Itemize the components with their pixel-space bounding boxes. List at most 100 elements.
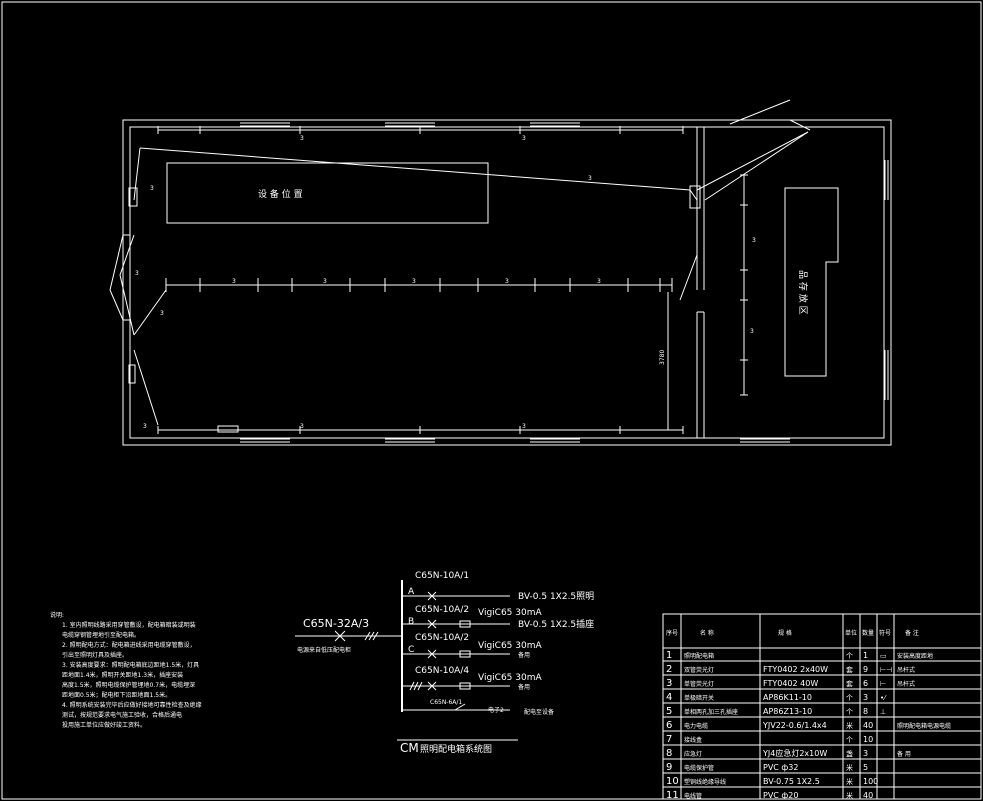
table-cell: 米 (846, 777, 853, 786)
table-cell: ⊥ (880, 708, 886, 716)
table-header: 数量 (862, 629, 874, 637)
wire-count-labels: 3 3 3 3 3 3 3 3 3 3 3 3 3 3 3 3 (135, 135, 756, 430)
table-cell: 套 (846, 679, 853, 688)
svg-text:3: 3 (150, 185, 154, 192)
svg-text:C65N-10A/4: C65N-10A/4 (415, 666, 469, 676)
note-line: 2. 照明配电方式：配电箱进线采用电缆穿管敷设， (62, 641, 196, 649)
switch-box (128, 364, 136, 384)
incoming-label: 电源来自低压配电柜 (297, 646, 351, 654)
table-cell: 安装高度距地 (897, 652, 933, 660)
table-cell: YJV22-0.6/1.4x4 (762, 721, 827, 730)
table-cell: 1 (863, 651, 868, 660)
table-cell: 米 (846, 763, 853, 772)
table-cell: 米 (846, 721, 853, 730)
svg-text:3: 3 (588, 175, 592, 182)
svg-text:A: A (408, 587, 415, 597)
equipment-table: 序号 名 称 规 格 单位 数量 符号 备 注 (662, 613, 982, 800)
system-diagram: C65N-32A/3 电源来自低压配电柜 C65N-10A/1 A BV-0.5… (295, 571, 594, 755)
table-cell: 11 (666, 790, 679, 801)
table-cell: PVC ф32 (763, 763, 798, 772)
svg-text:3: 3 (597, 278, 601, 285)
svg-text:3: 3 (522, 135, 526, 142)
svg-text:电子2: 电子2 (488, 706, 504, 714)
svg-text:VigiC65 30mA: VigiC65 30mA (478, 608, 542, 618)
dimension-label: 3780 (659, 350, 666, 365)
table-cell: 套 (846, 665, 853, 674)
table-cell: 10 (666, 776, 679, 787)
note-line: 电缆穿钢管埋地引至配电箱。 (62, 631, 140, 639)
storage-label: 品 存 放 区 (797, 270, 809, 315)
svg-text:C65N-10A/2: C65N-10A/2 (415, 633, 469, 643)
note-line: 高度1.5米，照明电缆保护管埋地0.7米，电缆埋深 (62, 681, 195, 689)
svg-text:C: C (408, 645, 414, 655)
table-cell: 3 (666, 678, 672, 689)
table-cell: 备 用 (897, 750, 911, 758)
light-row-middle (165, 278, 673, 292)
note-line: 投用施工单位应做好竣工资料。 (62, 721, 146, 729)
equipment-area (166, 162, 489, 224)
svg-text:备用: 备用 (518, 683, 530, 691)
table-cell: 米 (846, 791, 853, 800)
distribution-box (128, 187, 138, 207)
equipment-label: 设 备 位 置 (258, 188, 303, 200)
table-cell: 接线盒 (684, 736, 702, 744)
table-cell: 照明配电箱 (684, 652, 714, 660)
main-breaker-label: C65N-32A/3 (303, 617, 369, 630)
svg-text:VigiC65 30mA: VigiC65 30mA (478, 641, 542, 651)
junction-box (689, 185, 701, 209)
table-cell: 8 (666, 748, 672, 759)
table-cell: FTY0402 40W (763, 679, 818, 688)
table-cell: 双管荧光灯 (684, 666, 714, 674)
svg-text:BV-0.5 1X2.5照明: BV-0.5 1X2.5照明 (518, 591, 594, 602)
table-cell: 电线管 (684, 792, 702, 800)
note-line: 引出至照明灯具及插座。 (62, 651, 128, 659)
system-title-code: CM (400, 741, 419, 755)
table-cell: 吊杆式 (897, 666, 915, 674)
table-cell: 5 (666, 706, 672, 717)
table-cell: 电力电缆 (684, 722, 708, 730)
table-cell: 个 (846, 652, 853, 660)
table-cell: 9 (863, 665, 868, 674)
svg-text:3: 3 (412, 278, 416, 285)
table-cell: 8 (863, 707, 868, 716)
svg-text:备用: 备用 (518, 651, 530, 659)
light-row-bottom (157, 425, 684, 434)
table-cell: ⊢⊣ (880, 666, 892, 674)
wiring (119, 131, 809, 426)
table-cell: 10 (863, 735, 873, 744)
table-cell: BV-0.75 1X2.5 (763, 777, 820, 786)
note-line: 4. 照明系统安装完毕后应做好接地可靠性检查及绝缘 (62, 701, 202, 709)
table-header: 序号 (666, 629, 678, 637)
table-cell: 6 (863, 679, 868, 688)
building-outer-wall (122, 119, 892, 446)
table-cell: 单管荧光灯 (684, 680, 714, 688)
table-cell: 9 (666, 762, 672, 773)
note-line: 距地面0.5米；配电柜下沿距地面1.5米。 (62, 691, 171, 699)
svg-text:3: 3 (135, 270, 139, 277)
table-cell: 电缆保护管 (684, 764, 714, 772)
table-cell: 6 (666, 720, 672, 731)
svg-text:VigiC65 30mA: VigiC65 30mA (478, 673, 542, 683)
table-cell: YJ4应急灯2x10W (762, 748, 827, 758)
svg-text:3: 3 (143, 423, 147, 430)
table-cell: 个 (846, 694, 853, 702)
table-header: 符号 (879, 629, 891, 637)
table-cell: FTY0402 2x40W (763, 665, 828, 674)
table-cell: 2 (666, 664, 672, 675)
table-cell: 单极暗开关 (684, 694, 714, 702)
notes-title: 说明: (50, 611, 64, 619)
storage-area (784, 187, 839, 377)
table-cell: ⊢ (880, 680, 886, 688)
svg-text:配电至设备: 配电至设备 (524, 708, 554, 716)
table-cell: 1 (666, 650, 672, 661)
table-cell: 40 (863, 721, 873, 730)
table-cell: 盏 (846, 749, 853, 758)
svg-text:3: 3 (300, 135, 304, 142)
svg-text:BV-0.5 1X2.5插座: BV-0.5 1X2.5插座 (518, 618, 594, 630)
system-title: 照明配电箱系统图 (420, 743, 492, 755)
table-cell: 40 (863, 791, 873, 800)
note-line: 距地面1.4米，照明开关距地1.3米，插座安装 (62, 671, 183, 679)
building-inner-wall (129, 126, 885, 439)
table-cell: 个 (846, 708, 853, 716)
